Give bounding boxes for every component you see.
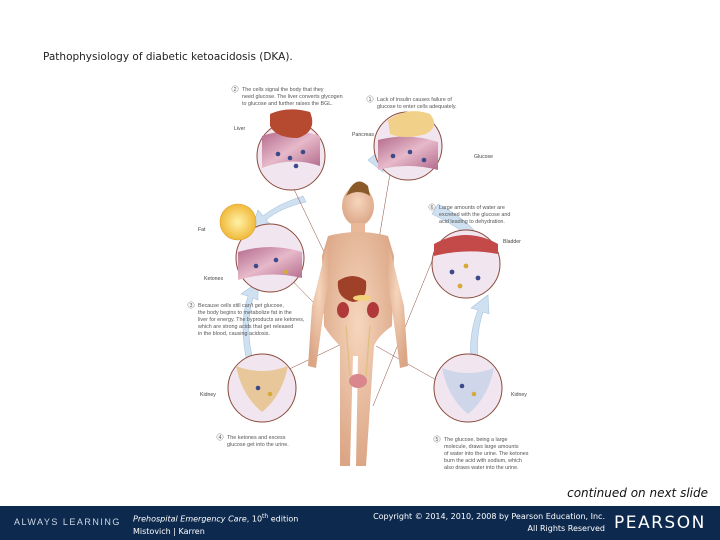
svg-text:glucose to enter cells adequat: glucose to enter cells adequately.: [377, 104, 457, 110]
svg-text:acid leading to dehydration.: acid leading to dehydration.: [439, 219, 505, 225]
svg-text:Lack of insulin causes failure: Lack of insulin causes failure of: [377, 97, 452, 103]
always-learning-tagline: ALWAYS LEARNING: [14, 517, 121, 527]
step-5-caption: The glucose, being a large molecule, dra…: [444, 437, 529, 471]
book-citation: Prehospital Emergency Care, 10th edition…: [133, 511, 298, 538]
step-2-caption: The cells signal the body that they need…: [242, 87, 343, 107]
svg-text:to glucose and further raises: to glucose and further raises the BGL.: [242, 101, 333, 107]
dka-illustration: Liver Pancreas Glucose Fat Ketones Bladd…: [178, 76, 538, 476]
svg-text:of water into the urine. The k: of water into the urine. The ketones: [444, 451, 529, 457]
rights-line: All Rights Reserved: [330, 523, 605, 535]
svg-text:burn the acid with sodium, whi: burn the acid with sodium, which: [444, 458, 522, 464]
step-4-caption: The ketones and excess glucose get into …: [227, 435, 289, 448]
svg-text:The ketones and excess: The ketones and excess: [227, 435, 286, 441]
svg-text:also draws water into the urin: also draws water into the urine.: [444, 465, 519, 471]
edition-suffix: edition: [268, 515, 298, 524]
continued-note: continued on next slide: [567, 486, 708, 500]
circle-kidney-right: [434, 354, 502, 422]
circle-bladder: [432, 230, 500, 298]
footer-bar: ALWAYS LEARNING Prehospital Emergency Ca…: [0, 506, 720, 540]
label-kidney-right: Kidney: [511, 392, 527, 398]
step-6-caption: Large amounts of water are excreted with…: [439, 205, 510, 225]
svg-text:glucose get into the urine.: glucose get into the urine.: [227, 442, 289, 448]
svg-text:The cells signal the body that: The cells signal the body that they: [242, 87, 324, 93]
circle-kidney-left: [228, 354, 296, 422]
label-glucose: Glucose: [474, 154, 493, 160]
svg-text:in the blood, causing acidosis: in the blood, causing acidosis.: [198, 331, 270, 337]
svg-text:molecule, draws large amounts: molecule, draws large amounts: [444, 444, 519, 450]
pearson-logo: PEARSON: [614, 513, 706, 533]
label-fat: Fat: [198, 227, 206, 233]
copyright-line: Copyright © 2014, 2010, 2008 by Pearson …: [330, 511, 605, 523]
svg-text:Large amounts of water are: Large amounts of water are: [439, 205, 505, 211]
step-number-6: 6: [431, 205, 434, 211]
book-authors: Mistovich | Karren: [133, 526, 298, 538]
circle-pancreas: [374, 111, 442, 180]
step-number-4: 4: [219, 435, 222, 441]
copyright-notice: Copyright © 2014, 2010, 2008 by Pearson …: [330, 511, 605, 535]
step-number-5: 5: [436, 437, 439, 443]
edition-prefix: , 10: [247, 515, 262, 524]
book-title: Prehospital Emergency Care: [133, 515, 247, 524]
svg-text:which are strong acids that ge: which are strong acids that get released: [197, 324, 293, 330]
human-body: [308, 181, 408, 466]
label-pancreas: Pancreas: [352, 132, 374, 138]
step-number-2: 2: [234, 87, 237, 93]
step-3-caption: Because cells still can't get glucose, t…: [197, 303, 305, 337]
label-ketones: Ketones: [204, 276, 223, 282]
circle-liver: [257, 109, 325, 190]
svg-text:liver for energy. The byproduc: liver for energy. The byproducts are ket…: [198, 317, 305, 323]
step-number-3: 3: [190, 303, 193, 309]
label-liver: Liver: [234, 126, 246, 132]
step-number-1: 1: [369, 97, 372, 103]
svg-text:need glucose. The liver conver: need glucose. The liver converts glycoge…: [242, 94, 343, 100]
step-1-caption: Lack of insulin causes failure of glucos…: [377, 97, 457, 110]
slide-title: Pathophysiology of diabetic ketoacidosis…: [43, 51, 293, 63]
svg-text:The glucose, being a large: The glucose, being a large: [444, 437, 508, 443]
svg-text:excreted with the glucose and: excreted with the glucose and: [439, 212, 510, 218]
svg-text:Because cells still can't get: Because cells still can't get glucose,: [198, 303, 284, 309]
label-bladder: Bladder: [503, 239, 521, 245]
svg-text:the body begins to metabolize: the body begins to metabolize fat in the: [198, 310, 292, 316]
label-kidney-left: Kidney: [200, 392, 216, 398]
